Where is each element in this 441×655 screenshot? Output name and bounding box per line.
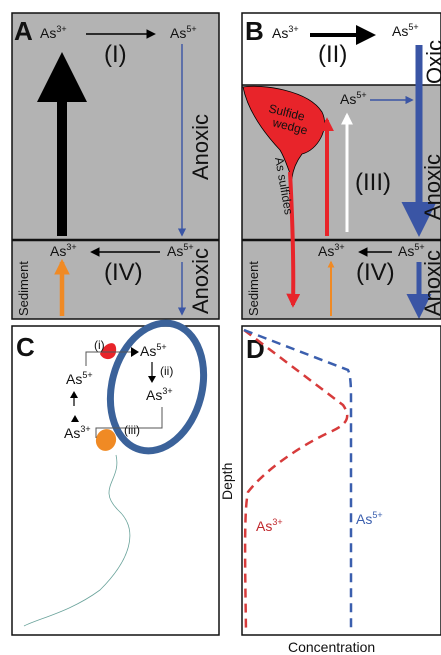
panel-b-process-iv: (IV) [356,259,395,286]
panel-c-arrowhead-up-as3 [71,415,79,422]
panel-c-step-iii: (iii) [124,423,140,437]
panel-a-as5-bottom: As5+ [167,242,194,259]
panel-b-zone-water: Anoxic [420,154,441,220]
panel-c-as5-outside: As5+ [66,370,93,387]
panel-c-arrowhead-ii [148,376,156,383]
panel-d-line-as5 [243,328,353,632]
panel-d-xlabel: Concentration [288,639,375,655]
panel-c-step-ii: (ii) [160,364,173,378]
panel-b-arrow-red-down [286,171,301,308]
panel-b-letter: B [245,16,264,46]
panel-a-zone-water: Anoxic [188,114,213,180]
panel-d: D Depth Concentration As3+ As5+ [219,325,441,655]
panel-b-sediment-label: Sediment [246,261,261,316]
panel-b: B As3+ As5+ (II) Oxic Sulfide wedge As5+… [242,13,441,319]
panel-d-frame [241,325,441,636]
panel-a-zone-sediment: Anoxic [188,248,213,314]
panel-a-as5-top: As5+ [170,24,197,41]
panel-d-letter: D [246,334,265,364]
panel-c-flagellum [23,454,131,627]
panel-a-process-iv: (IV) [104,259,143,286]
panel-c: C (i) As5+ As5+ (ii) As3+ (iii) As3+ [11,319,220,636]
panel-b-zone-sediment: Anoxic [420,250,441,316]
panel-b-as5-top: As5+ [392,22,419,39]
panel-b-as5-bottom: As5+ [398,242,425,259]
panel-b-oxic-zone [242,13,441,85]
panel-d-line-as3 [243,329,349,633]
panel-c-cell-membrane [106,319,208,455]
panel-c-bracket-i [85,351,131,366]
panel-b-as3-top: As3+ [272,24,299,41]
panel-c-as3-inside: As3+ [146,386,173,403]
panel-b-process-iii: (III) [355,169,391,196]
panel-b-process-ii: (II) [318,41,347,68]
panel-c-as5-inside: As5+ [140,342,167,359]
panel-a: A As3+ As5+ (I) Anoxic As3+ As5+ (IV) Se… [11,12,220,320]
panel-d-label-as3: As3+ [256,517,283,534]
panel-d-ylabel: Depth [219,463,235,500]
panel-c-arrowhead-up-as5 [70,391,78,398]
panel-c-bracket-iii [95,407,163,438]
panel-c-as3-outside: As3+ [64,424,91,441]
panel-b-sulfide-wedge [242,85,325,180]
panel-c-arrowhead-i [131,347,139,357]
panel-b-zone-oxic: Oxic [422,40,441,84]
panel-d-label-as5: As5+ [356,510,383,527]
panel-c-arsenite-efflux-pump [95,429,117,451]
panel-b-frame [241,12,441,320]
panel-c-step-i: (i) [94,338,105,352]
panel-b-as5-mid: As5+ [340,90,367,107]
panel-c-arsenite-oxidase [100,343,117,360]
panel-a-letter: A [14,16,33,46]
panel-a-as3-bottom: As3+ [50,242,77,259]
panel-a-sediment-label: Sediment [16,261,31,316]
panel-a-process-i: (I) [104,41,127,68]
panel-b-as3-bottom: As3+ [318,242,345,259]
panel-c-letter: C [16,332,35,362]
panel-a-as3-top: As3+ [40,24,67,41]
